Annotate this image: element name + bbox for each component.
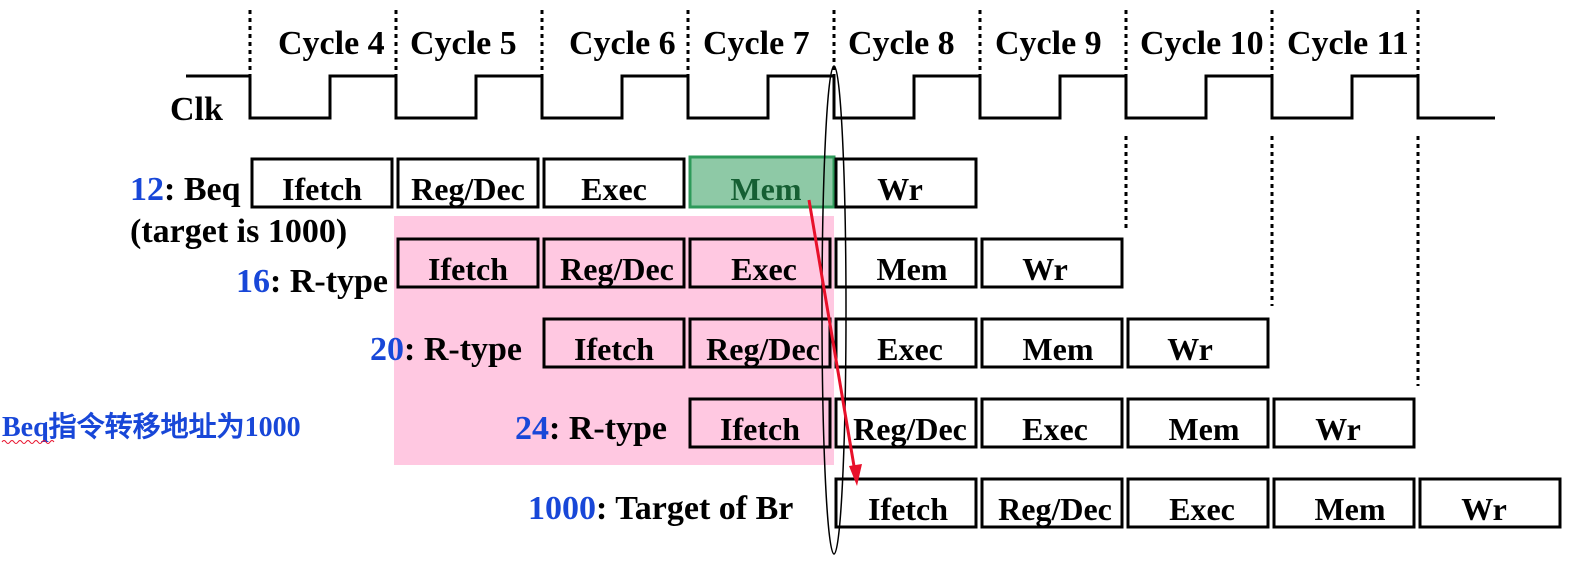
cycle-label: Cycle 10 [1140, 25, 1264, 62]
stage-box [1418, 477, 1562, 529]
stage-box [834, 317, 978, 369]
instr-address: 24 [515, 410, 549, 447]
stage-box [396, 157, 540, 209]
clock-label: Clk [170, 91, 223, 128]
stage-label: Ifetch [720, 411, 800, 447]
stage-box-highlighted [688, 155, 836, 209]
instr-name: : Beq [164, 171, 241, 208]
stage-box [980, 397, 1124, 449]
cycle-label: Cycle 8 [848, 25, 955, 62]
stage-box [1272, 477, 1416, 529]
stage-label: Reg/Dec [998, 491, 1112, 527]
pipeline-row: Ifetch Reg/Dec Exec Mem Wr [688, 397, 1416, 449]
stage-label: Wr [1461, 491, 1507, 527]
instr-address: 20 [370, 331, 404, 368]
stage-box [542, 157, 686, 209]
stage-label: Mem [730, 171, 801, 207]
stage-label: Ifetch [282, 171, 362, 207]
stage-box [834, 157, 978, 209]
stage-label: Wr [877, 171, 923, 207]
cycle-label: Cycle 9 [995, 25, 1102, 62]
stage-box [1126, 397, 1270, 449]
stage-box [250, 157, 394, 209]
squash-region [394, 216, 834, 465]
instr-label-rtype-24: 24: R-type [515, 410, 667, 447]
stage-box [980, 317, 1124, 369]
stage-label: Wr [1167, 331, 1213, 367]
stage-label: Ifetch [428, 251, 508, 287]
instr-label-beq: 12: Beq [130, 171, 241, 208]
pipeline-row: Ifetch Reg/Dec Exec Mem Wr [250, 155, 978, 209]
stage-label: Exec [731, 251, 797, 287]
instr-name: : Target of Br [596, 490, 793, 527]
stage-box [1126, 317, 1270, 369]
stage-label: Reg/Dec [411, 171, 525, 207]
stage-label: Mem [1022, 331, 1093, 367]
instr-label-rtype-16: 16: R-type [236, 263, 388, 300]
stage-label: Reg/Dec [706, 331, 820, 367]
cycle-boundaries [248, 10, 1420, 78]
instr-name: : R-type [549, 410, 667, 447]
stage-label: Exec [1169, 491, 1235, 527]
pipeline-row: Ifetch Reg/Dec Exec Mem Wr [396, 237, 1124, 289]
stage-box [396, 237, 540, 289]
cycle-label: Cycle 4 [278, 25, 385, 62]
instr-address: 1000 [528, 490, 596, 527]
stage-box [834, 477, 978, 529]
cycle-boundary-ellipse [821, 65, 847, 555]
cycle-labels: Cycle 4 Cycle 5 Cycle 6 Cycle 7 Cycle 8 … [278, 25, 1409, 62]
cycle-label: Cycle 7 [703, 25, 810, 62]
instr-name: : R-type [404, 331, 522, 368]
stage-box [1126, 477, 1270, 529]
stage-box [980, 477, 1124, 529]
cycle-label: Cycle 11 [1287, 25, 1409, 62]
pipeline-row: Ifetch Reg/Dec Exec Mem Wr [834, 477, 1562, 529]
instr-label-rtype-20: 20: R-type [370, 331, 522, 368]
instr-label-target: 1000: Target of Br [528, 490, 793, 527]
instr-address: 16 [236, 263, 270, 300]
instr-name: : R-type [270, 263, 388, 300]
stage-label: Reg/Dec [560, 251, 674, 287]
stage-label: Exec [877, 331, 943, 367]
stage-box [1272, 397, 1416, 449]
cycle-label: Cycle 6 [569, 25, 676, 62]
stage-label: Mem [876, 251, 947, 287]
branch-arrow [807, 199, 862, 486]
stage-label: Wr [1315, 411, 1361, 447]
spellcheck-underline [1, 440, 55, 444]
completion-markers [1124, 136, 1420, 386]
stage-box [688, 317, 832, 369]
stage-box [834, 237, 978, 289]
stage-label: Mem [1168, 411, 1239, 447]
stage-box [688, 397, 832, 449]
stage-label: Ifetch [574, 331, 654, 367]
stage-label: Ifetch [868, 491, 948, 527]
clock-waveform [186, 74, 1495, 120]
stage-box [834, 397, 978, 449]
stage-label: Exec [581, 171, 647, 207]
stage-label: Exec [1022, 411, 1088, 447]
stage-box [542, 317, 686, 369]
stage-box [542, 237, 686, 289]
instr-address: 12 [130, 171, 164, 208]
instr-target-note: (target is 1000) [130, 213, 347, 250]
stage-label: Wr [1022, 251, 1068, 287]
stage-label: Mem [1314, 491, 1385, 527]
cycle-label: Cycle 5 [410, 25, 517, 62]
stage-box [980, 237, 1124, 289]
pipeline-row: Ifetch Reg/Dec Exec Mem Wr [542, 317, 1270, 369]
branch-note: Beq指令转移地址为1000 [2, 410, 301, 443]
stage-label: Reg/Dec [853, 411, 967, 447]
stage-box [688, 237, 832, 289]
